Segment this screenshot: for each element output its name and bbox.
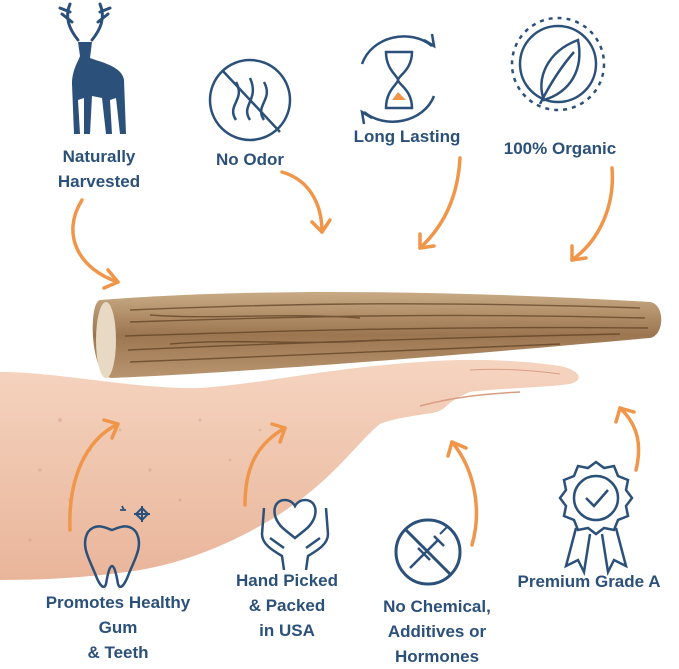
tooth-icon [83,505,150,588]
leaf-badge-icon [510,16,606,112]
feature-organic: 100% Organic [503,139,617,158]
hand [0,359,579,580]
hands-heart-icon [260,498,330,571]
deer-icon [58,2,126,134]
feature-healthy-gum: Promotes Healthy Gum & Teeth [45,593,191,662]
feature-arrows [68,156,641,547]
hourglass-icon [360,33,436,125]
feature-no-chemical: No Chemical, Additives or Hormones [383,597,491,666]
no-chemical-icon [394,518,462,586]
antler [92,291,662,378]
feature-premium: Premium Grade A [517,572,661,591]
feature-long-lasting: Long Lasting [353,127,461,146]
feature-no-odor: No Odor [216,150,284,169]
no-odor-icon [208,58,292,142]
feature-naturally-harvested: Naturally Harvested [57,147,141,191]
feature-hand-picked: Hand Picked & Packed in USA [235,571,339,640]
award-ribbon-icon [558,460,634,577]
